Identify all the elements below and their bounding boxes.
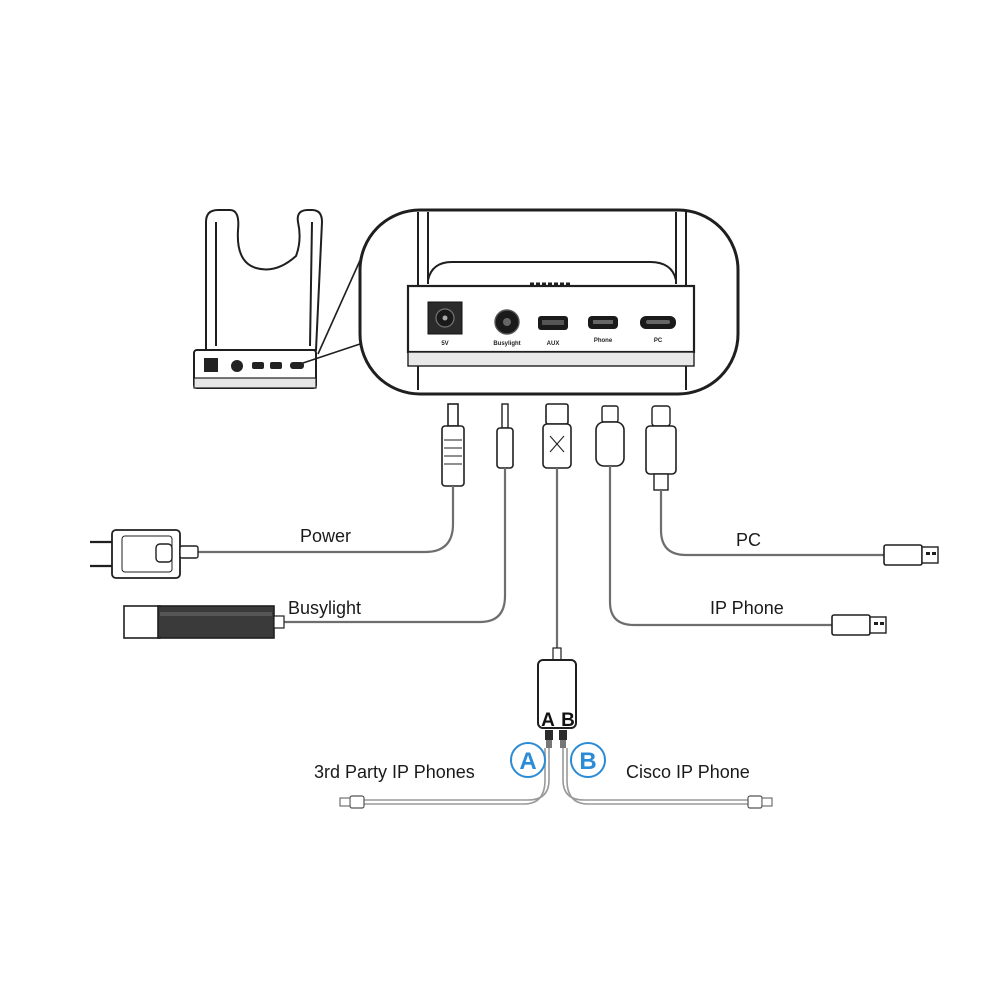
pc-plug (645, 405, 677, 491)
cisco-label: Cisco IP Phone (626, 762, 750, 782)
power-adapter (90, 529, 199, 579)
power-label: Power (300, 526, 351, 546)
busylight-port: Busylight (493, 309, 521, 347)
busylight-plug (496, 403, 514, 469)
pc-port: PC (640, 316, 676, 344)
phone-plug (595, 405, 625, 467)
busylight-port-label: Busylight (493, 341, 520, 347)
aux-plug (542, 403, 572, 469)
dc-port-label: 5V (441, 341, 448, 347)
phone-cable (608, 466, 832, 627)
dc-power-port: 5V (427, 301, 463, 347)
circle-b-label: B (579, 748, 596, 775)
aux-port: AUX (538, 316, 568, 347)
base-station-zoom: 5V Busylight AUX Phone PC (358, 208, 740, 396)
busylight-cable (280, 468, 507, 624)
power-cable (198, 486, 455, 554)
busylight-device (123, 605, 285, 639)
switch-label-b: B (561, 710, 575, 731)
phone-port: Phone (588, 316, 618, 344)
busylight-label: Busylight (288, 598, 361, 618)
third-party-label: 3rd Party IP Phones (314, 762, 475, 782)
base-station-small (193, 209, 324, 389)
dc-plug (441, 403, 465, 487)
switch-label-a: A (541, 710, 555, 731)
pc-label: PC (736, 530, 761, 550)
ip-phone-label: IP Phone (710, 598, 784, 618)
phone-usb-plug (831, 614, 887, 636)
phone-port-label: Phone (594, 338, 613, 344)
circle-a-badge: A (510, 742, 546, 778)
pc-cable (659, 490, 884, 557)
circle-b-badge: B (570, 742, 606, 778)
cisco-cable (562, 748, 750, 801)
pc-usb-plug (883, 544, 939, 566)
cisco-connector (747, 795, 773, 809)
pc-port-label: PC (654, 338, 663, 344)
third-party-cable (362, 748, 550, 801)
ab-switch-box: A B (537, 647, 577, 748)
third-party-connector (339, 795, 365, 809)
circle-a-label: A (519, 748, 536, 775)
aux-port-label: AUX (547, 341, 560, 347)
